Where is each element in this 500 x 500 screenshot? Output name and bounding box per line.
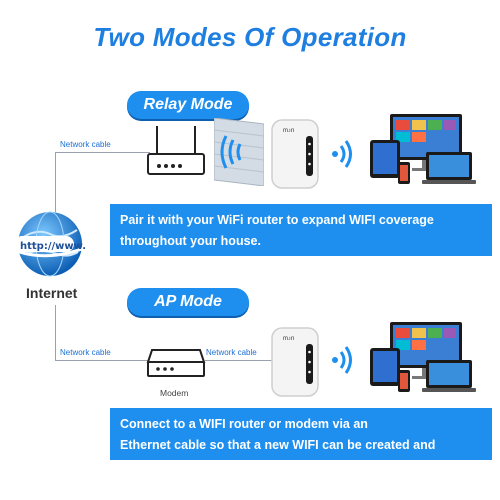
ap-cable-label-left: Network cable (60, 348, 111, 357)
internet-url: http://www. (20, 241, 87, 252)
svg-text:m♪n: m♪n (283, 336, 294, 342)
ap-description-line2: Ethernet cable so that a new WIFI can be… (120, 438, 436, 473)
relay-cable-label: Network cable (60, 140, 111, 149)
connector-line-top (55, 152, 150, 153)
connector-line-bottom (55, 360, 150, 361)
relay-description-line2: throughout your house. (120, 234, 261, 248)
ap-mode-badge: AP Mode (127, 288, 249, 316)
ap-description-box: Connect to a WIFI router or modem via an… (110, 408, 492, 473)
svg-text:m♪n: m♪n (283, 128, 294, 134)
ap-wifi-signal-icon (332, 346, 352, 374)
router-icon (147, 126, 205, 175)
ap-devices-icon (370, 322, 476, 392)
ap-wifi-extender-icon: m♪n (271, 327, 319, 397)
modem-label: Modem (160, 388, 189, 398)
modem-icon (146, 349, 206, 377)
internet-label: Internet (26, 285, 78, 301)
page-title: Two Modes Of Operation (93, 22, 407, 52)
wall-icon (214, 118, 264, 186)
globe-icon (7, 211, 99, 277)
ap-cable-label-right: Network cable (206, 348, 257, 357)
connector-line-modem-extender (205, 360, 273, 361)
ap-description-line1: Connect to a WIFI router or modem via an (120, 417, 368, 431)
devices-icon (370, 114, 476, 184)
wifi-extender-icon: m♪n (271, 119, 319, 189)
relay-description-line1: Pair it with your WiFi router to expand … (120, 213, 434, 227)
relay-description-box: Pair it with your WiFi router to expand … (110, 204, 492, 256)
wifi-signal-icon (332, 140, 352, 168)
relay-mode-badge: Relay Mode (127, 91, 249, 119)
connector-line-vertical-bottom (55, 305, 56, 360)
connector-line-vertical-top (55, 152, 56, 212)
